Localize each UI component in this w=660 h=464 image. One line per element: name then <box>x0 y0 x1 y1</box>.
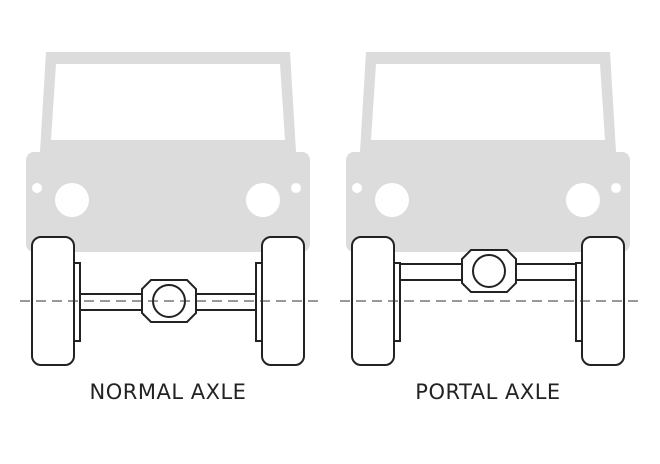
right-wheel-hub <box>575 262 583 342</box>
left-headlight <box>55 183 89 217</box>
portal-axle-vehicle <box>340 52 638 366</box>
portal-axle-assembly <box>395 249 583 293</box>
right-indicator <box>291 183 301 193</box>
front-body <box>346 152 630 252</box>
portal-axle-label: PORTAL AXLE <box>415 380 561 404</box>
left-indicator <box>352 183 362 193</box>
right-headlight <box>566 183 600 217</box>
right-indicator <box>611 183 621 193</box>
differential-cover <box>472 254 506 288</box>
windshield <box>51 64 285 140</box>
left-wheel-hub <box>73 262 81 342</box>
normal-axle-label: NORMAL AXLE <box>89 380 247 404</box>
normal-axle-vehicle <box>20 52 318 366</box>
front-body <box>26 152 310 252</box>
left-indicator <box>32 183 42 193</box>
right-headlight <box>246 183 280 217</box>
wheels <box>351 236 625 366</box>
left-wheel-hub <box>393 262 401 342</box>
windshield <box>371 64 605 140</box>
right-wheel-hub <box>255 262 263 342</box>
left-headlight <box>375 183 409 217</box>
